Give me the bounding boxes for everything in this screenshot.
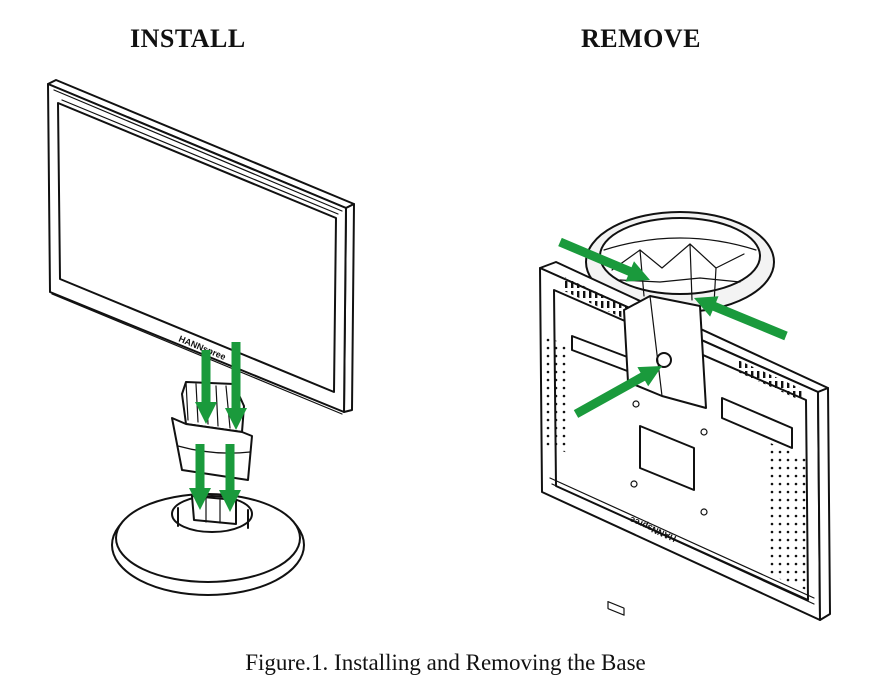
top-vents xyxy=(562,276,640,326)
install-arrow-neck-left xyxy=(195,350,217,424)
remove-arrow-bottom xyxy=(573,366,662,418)
top-vents-right xyxy=(738,360,804,402)
arrow-group xyxy=(189,237,788,512)
install-arrow-base-right xyxy=(219,444,241,512)
remove-monitor-back: HANNspree xyxy=(539,261,831,621)
remove-heading: REMOVE xyxy=(581,24,701,53)
install-arrow-base-left xyxy=(189,444,211,510)
remove-arrow-top-left xyxy=(558,237,650,282)
remove-arrow-right xyxy=(694,296,788,341)
right-vent-grille xyxy=(768,442,806,590)
release-button xyxy=(656,352,672,368)
vesa-plate xyxy=(639,425,695,491)
install-monitor: HANNspree xyxy=(47,79,355,481)
install-base xyxy=(111,493,305,596)
install-arrow-neck-right xyxy=(225,342,247,430)
figure-caption: Figure.1. Installing and Removing the Ba… xyxy=(245,650,646,675)
left-vent-grille xyxy=(544,336,570,454)
install-heading: INSTALL xyxy=(130,24,246,53)
